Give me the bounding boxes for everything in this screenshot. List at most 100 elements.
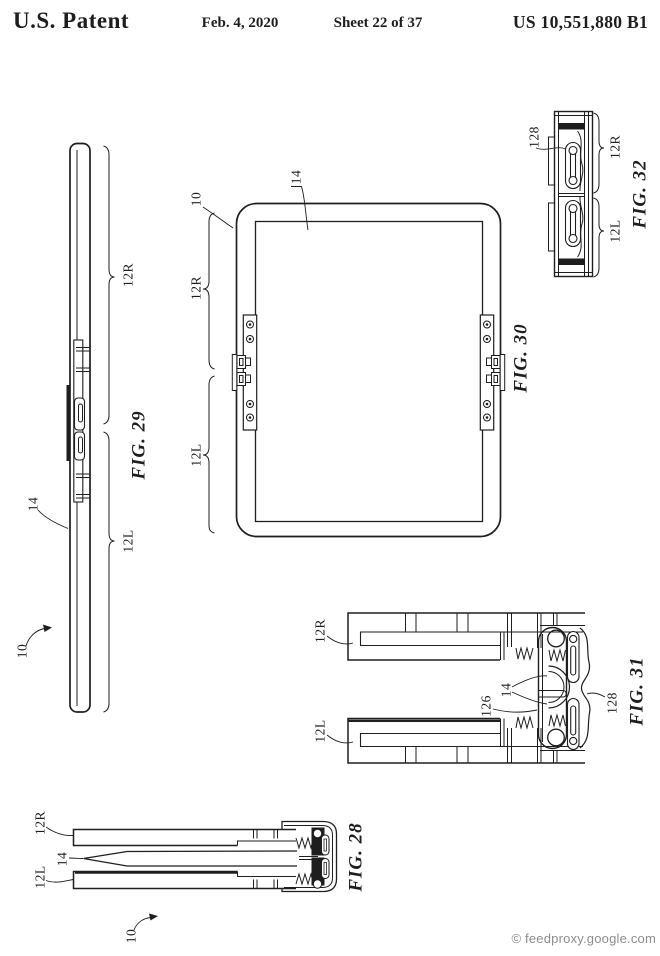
fig28-pin-bottom <box>312 879 323 889</box>
ref-label-12R-fig32: 12R <box>607 134 623 160</box>
fig32-brace-12R <box>593 112 605 194</box>
fig32-slot-top <box>564 141 582 190</box>
fig29-caption: FIG. 29 <box>128 410 150 480</box>
fig29-arrowhead-10 <box>43 624 52 632</box>
fig29-leader-14 <box>37 509 69 529</box>
fig31-bar-12L <box>347 717 585 764</box>
fig31-art <box>326 612 606 764</box>
fig32-tab-bottom <box>548 202 555 252</box>
fig28-slot-top-inner <box>323 838 327 852</box>
fig28-pin-top <box>312 828 323 839</box>
fig31-leader-128 <box>586 692 606 698</box>
fig32-slot-bottom <box>564 199 582 248</box>
ref-label-12L-fig30: 12L <box>188 443 204 467</box>
fig28-bar-12L <box>72 870 296 890</box>
fig31-leader-12L <box>326 734 354 744</box>
fig31-hinge-plates <box>537 613 585 763</box>
fig32-cover-wave-top <box>577 130 584 192</box>
fig32-cover-wave-bottom <box>577 196 584 258</box>
fig28-display-wedge <box>83 850 298 867</box>
ref-label-14-fig31: 14 <box>498 682 514 698</box>
ref-label-10-fig29: 10 <box>14 643 30 659</box>
fig30-latch-right <box>486 354 506 391</box>
fig29-hinge-ticks <box>76 347 90 499</box>
fig32-assembly-body <box>553 110 594 278</box>
fig31-hinge-pin-top <box>547 629 565 648</box>
fig31-rack-bottom-right <box>548 713 566 728</box>
ref-label-12R-fig28: 12R <box>32 810 48 836</box>
ref-label-12L-fig28: 12L <box>32 865 48 889</box>
fig32-brace-12L <box>593 197 605 278</box>
fig31-caption: FIG. 31 <box>626 656 648 726</box>
fig30-screws-left <box>246 320 254 422</box>
fig30-caption: FIG. 30 <box>510 323 532 393</box>
fig31-hinge-frame <box>537 626 568 750</box>
fig28-hinge-cover-inner <box>284 825 333 888</box>
fig31-bar-12R-ticks <box>405 613 512 647</box>
fig28-ticks <box>253 829 278 889</box>
fig29-hinge-strip <box>66 385 71 461</box>
fig29-hinge-slot-lower <box>78 436 83 454</box>
fig31-rack-top-right <box>548 648 566 663</box>
ref-label-12L-fig32: 12L <box>607 219 623 243</box>
fig29-brace-12L <box>103 431 115 713</box>
ref-label-126-fig31: 126 <box>478 695 494 717</box>
fig28-slot-bottom-inner <box>323 862 327 875</box>
fig31-slot-top <box>566 630 580 684</box>
fig28-leader-14 <box>68 857 84 859</box>
patent-header-sheet: Sheet 22 of 37 <box>333 15 423 31</box>
fig32-frame-lines <box>554 111 593 277</box>
fig30-leader-14 <box>291 186 309 231</box>
fig31-display-curl-outer <box>548 665 571 709</box>
fig32-art <box>535 110 605 278</box>
fig28-bar-12R-step <box>237 840 296 846</box>
fig31-bar-12L-ticks <box>405 728 512 763</box>
fig28-spring-top <box>295 836 314 850</box>
fig30-display-panel <box>254 220 484 523</box>
fig30-device-body <box>235 202 502 538</box>
fig30-screws-right <box>483 320 491 422</box>
fig29-brace-12R <box>103 145 115 425</box>
patent-header-title: U.S. Patent <box>13 8 130 33</box>
ref-label-128-fig32: 128 <box>526 126 542 148</box>
fig29-leader-10 <box>25 628 46 647</box>
ref-label-12L-fig29: 12L <box>120 529 136 553</box>
watermark-credit: © feedproxy.google.com <box>511 931 656 946</box>
fig29-art <box>25 142 115 713</box>
fig31-leader-126 <box>492 708 538 713</box>
fig32-caption: FIG. 32 <box>629 159 651 229</box>
fig30-art <box>202 186 506 538</box>
fig31-leader-14a <box>511 675 548 688</box>
fig31-rack-top-left <box>515 646 534 661</box>
ref-label-10-fig30: 10 <box>188 191 204 207</box>
fig30-latch-left <box>231 354 251 391</box>
fig31-leader-14b <box>511 691 548 705</box>
fig28-art <box>45 820 338 931</box>
ref-label-14-fig30: 14 <box>288 169 304 185</box>
ref-label-14-fig28: 14 <box>54 851 70 867</box>
fig31-bar-12R <box>347 612 585 661</box>
fig28-slot-top <box>321 834 330 856</box>
fig31-cover-wave <box>579 627 591 749</box>
fig30-leader-10 <box>202 206 234 229</box>
fig28-bar-12L-step <box>237 871 296 877</box>
ref-label-12R-fig29: 12R <box>120 262 136 288</box>
fig31-slot-bottom <box>566 697 580 751</box>
ref-label-12R-fig30: 12R <box>188 275 204 301</box>
fig31-leader-12R <box>326 635 354 645</box>
fig31-display-curl-inner <box>548 671 565 703</box>
ref-label-128-fig31: 128 <box>604 692 620 714</box>
fig28-arrowhead-10 <box>149 913 158 921</box>
fig31-bar-12R-channel <box>359 631 583 647</box>
ref-label-12R-fig31: 12R <box>312 618 328 644</box>
fig28-slot-bottom <box>321 858 330 879</box>
ref-label-14-fig29: 14 <box>25 496 41 512</box>
fig32-leader-128 <box>535 147 566 150</box>
fig30-brace-12L <box>202 375 215 534</box>
patent-header-number: US 10,551,880 B1 <box>512 12 648 32</box>
fig28-hinge-cover-outer <box>281 820 338 893</box>
fig31-bar-12L-channel <box>359 732 583 748</box>
fig32-end-cap-bottom <box>559 258 585 265</box>
